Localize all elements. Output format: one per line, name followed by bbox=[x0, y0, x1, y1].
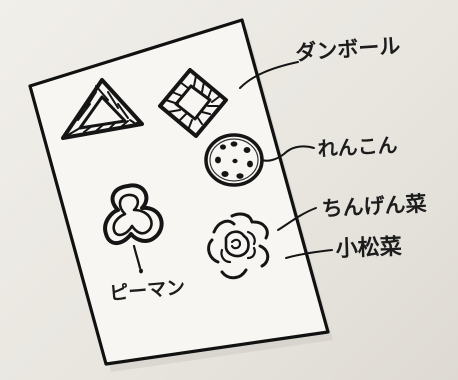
bok-choy-drawing bbox=[207, 212, 270, 280]
leader-line-bok-choy bbox=[277, 207, 317, 231]
label-lotus-root: れんこん bbox=[317, 133, 398, 161]
green-pepper-drawing bbox=[103, 183, 164, 274]
leader-line-komatsuna bbox=[285, 249, 333, 259]
paper-sheet bbox=[28, 18, 330, 366]
leader-line-dumbbell bbox=[239, 61, 299, 89]
label-komatsuna: 小松菜 bbox=[335, 235, 402, 262]
label-bok-choy: ちんげん菜 bbox=[321, 192, 427, 221]
diamond-cutter-drawing bbox=[158, 68, 228, 138]
triangle-cutter-drawing bbox=[61, 78, 144, 140]
label-dumbbell: ダンボール bbox=[295, 34, 401, 65]
leader-line-lotus-root bbox=[261, 145, 315, 162]
